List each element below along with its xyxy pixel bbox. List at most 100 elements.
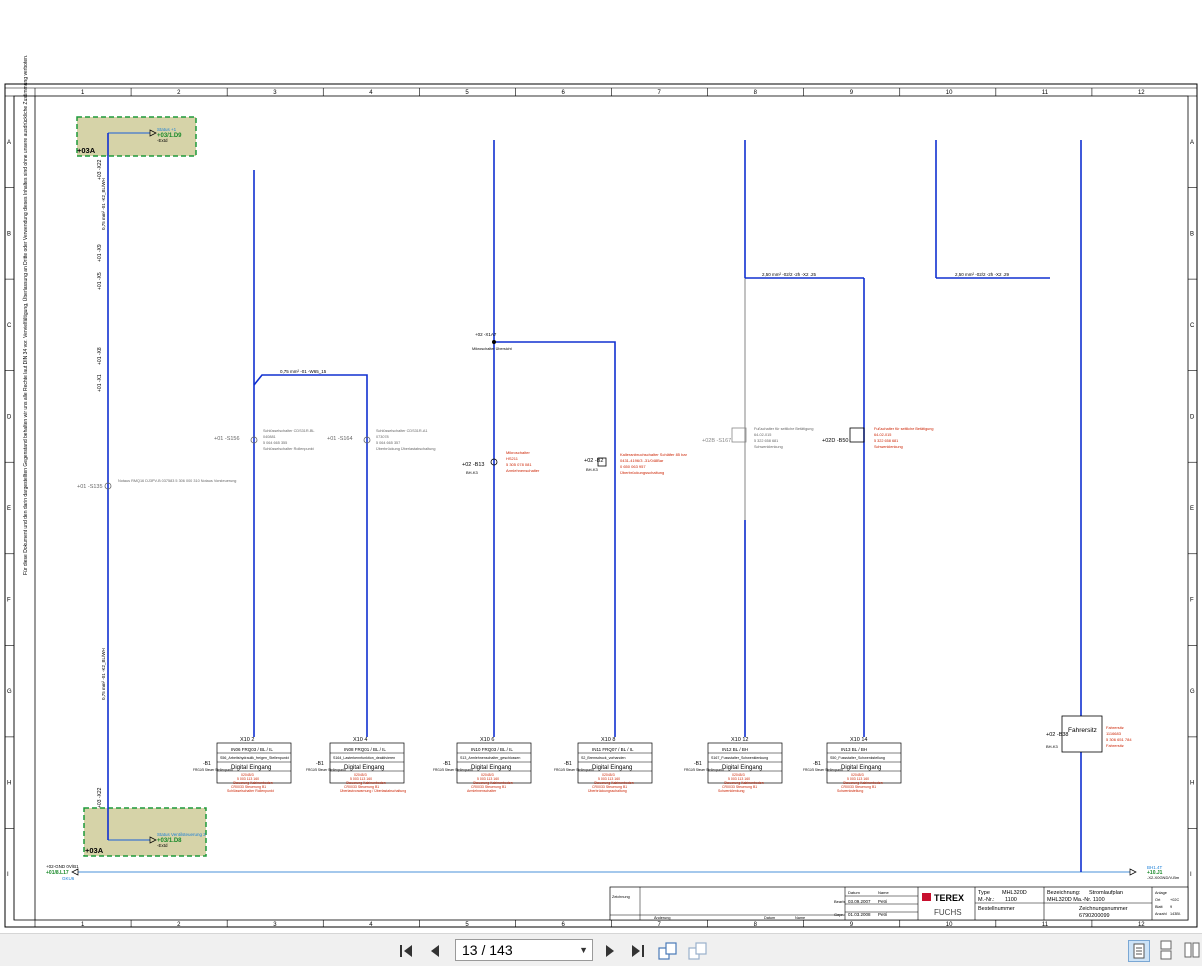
col-label-top: 2 [177,90,181,96]
tb-anzahl-v: 143Bl. [1170,912,1181,916]
row-label-right: C [1190,323,1195,329]
rotate-page-icon [658,942,677,960]
single-page-view-button[interactable] [1128,940,1150,962]
col-label-top: 7 [658,90,662,96]
s156-desc4: Schlüsselschalter Rollenpunkt [263,447,315,451]
s167-desc3: 5 322 658 681 [754,439,778,443]
terminal-r3: Steuerung Kabinenboden [724,781,764,785]
terminal-r4: CR0033 Steuerung B1 [344,785,379,789]
tb-ort-v: +02C [1170,898,1179,902]
terminal-r1: 02045/3 [732,773,745,777]
tb-type-label: Type [978,890,990,896]
terminal-r5: Schlüsselschalter Rollenpunkt [227,789,274,793]
tb-datum-col: Datum [764,916,775,920]
rotate-page-button[interactable] [658,940,678,962]
facing-view-button[interactable] [1182,940,1200,962]
terminal-r4: CR0033 Steuerung B1 [592,785,627,789]
s164-desc3: 5 064 665 357 [376,441,400,445]
row-label-left: I [7,872,9,878]
row-label-right: G [1190,689,1195,695]
b38-label: Fahrersitz [1068,727,1097,734]
b38-tag2: BH-K3 [1046,744,1059,749]
row-label-left: D [7,414,12,420]
col-label-bottom: 9 [850,922,854,928]
gnd-right-1: BH1.4T [1147,865,1163,870]
continuous-view-button[interactable] [1156,940,1178,962]
tb-bez-label: Bezeichnung: [1047,890,1081,896]
tb-bez2: MHL320D Ma.-Nr. 1100 [1047,897,1105,903]
col-label-bottom: 11 [1042,922,1049,928]
tb-bestellnummer: Bestellnummer [978,906,1015,912]
b2-desc3: 0 650 063 957 [620,464,646,469]
s156-desc1: Schlüsselschalter CDS31R-BL [263,429,315,433]
terminal-b1-label: -B1 [316,761,324,767]
next-page-button[interactable] [600,940,620,962]
first-page-button[interactable] [397,940,417,962]
row-label-left: F [7,598,11,604]
chevron-down-icon: ▼ [579,945,588,955]
last-page-button[interactable] [627,940,647,962]
terminal-r5: Schwenklenkung [718,789,745,793]
viewer-toolbar [0,933,1202,966]
page-number-select[interactable]: 13 / 143 ▼ [455,939,593,961]
terminal-r2: 5 003 113 160 [477,777,499,781]
col-label-bottom: 4 [369,922,373,928]
terminal-r4: CR0033 Steuerung B1 [841,785,876,789]
s167-desc1: Fußschalter für seitliche Betätigung [754,427,814,431]
terminal-in-label: IN08 FRQ01 / BL / IL [344,747,386,752]
prev-page-button[interactable] [425,940,445,962]
b13-top: +02 -X1A7 [475,332,497,337]
row-label-left: A [7,140,11,146]
b13-tag: +02 -B13 [462,462,484,468]
terminal-in-label: IN13 BL / BH [841,747,867,752]
terminal-signal-label: S56_Arbeitshydraulik_freigen_Stellenpunk… [220,756,289,760]
terminal-r3: Steuerung Kabinenboden [233,781,273,785]
x1-label: +01 -X1 [97,374,103,392]
terex-logo-icon [922,893,931,901]
terminal-b1-label: -B1 [813,761,821,767]
fit-page-button[interactable] [688,940,708,962]
row-label-right: E [1190,506,1194,512]
col-label-bottom: 1 [81,922,85,928]
col-label-top: 4 [369,90,373,96]
x9-label: +01 -X9 [97,244,103,262]
box-top-03a [76,116,197,157]
tb-anlage: Anlage [1155,891,1167,895]
svg-text:2,50 mm² -02/2 -2h -X2 .25: 2,50 mm² -02/2 -2h -X2 .25 [762,272,817,277]
b2-tag2: BH-K3 [586,467,599,472]
tb-zn-value: 6790200099 [1079,913,1110,919]
terminal-r4: CR0033 Steuerung B1 [231,785,266,789]
b2-switch-symbol [597,457,607,467]
tb-name: Name [878,890,889,895]
terminal-signal-label: S13_Armlehnenschalter_geschlossen [460,756,520,760]
s156-desc2: 040881 [263,435,276,439]
gnd-right-3: -X2-X0GND/V-Bm [1147,875,1180,880]
s135-desc: Notaus RMQ16 DJ3PV-B 037583 5 306 000 31… [118,479,236,483]
box-bottom-ref3: -Extd [157,843,168,848]
s164-tag: +01 -S164 [327,436,353,442]
single-page-view-icon [1133,943,1145,959]
terminal-in-label: IN11 FRQ07 / BL / IL [592,747,634,752]
col-label-top: 9 [850,90,854,96]
fit-page-icon [688,942,707,960]
terminal-top-label: X10 14 [850,737,867,743]
tb-type-value: MHL320D [1002,890,1027,896]
terminal-r1: 02045/3 [241,773,254,777]
box-top-tag: +03A [77,146,96,155]
s167-switch-symbol [731,427,747,443]
b13-top2: Mikroschalter Übersicht [472,347,513,351]
row-label-right: F [1190,598,1194,604]
s167-tag: +02B -S167 [702,438,731,444]
prev-page-icon [431,945,439,957]
col-label-top: 8 [754,90,758,96]
s156-desc3: 5 064 665 355 [263,441,287,445]
col-label-top: 6 [561,90,565,96]
b38-box [1061,715,1103,753]
col-label-bottom: 7 [658,922,662,928]
box-top-ref2: +03/1.D9 [157,133,182,139]
tb-anzahl: Anzahl [1155,912,1167,916]
b13-tag2: BH-K3 [466,470,479,475]
